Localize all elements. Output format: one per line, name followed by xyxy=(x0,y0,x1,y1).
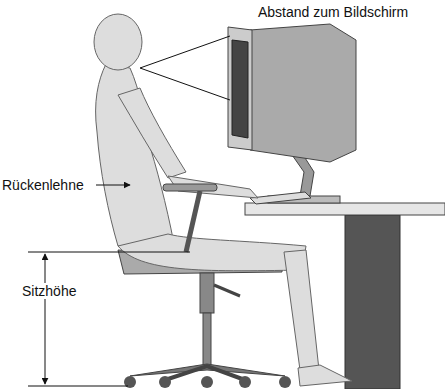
chair-wheel xyxy=(159,376,171,388)
dimension-line xyxy=(45,254,46,384)
sight-line xyxy=(140,36,230,68)
extension-line xyxy=(28,252,190,253)
part-label: Rückenlehne xyxy=(2,177,84,193)
chair-column xyxy=(200,273,214,313)
chair-column xyxy=(203,313,211,368)
desk-leg xyxy=(345,215,400,389)
chair-wheel xyxy=(201,376,213,388)
person-leg xyxy=(284,250,319,370)
extension-line xyxy=(28,386,128,387)
monitor-bezel xyxy=(228,27,252,150)
person-head xyxy=(94,14,142,70)
sight-line xyxy=(140,68,230,100)
armrest-support xyxy=(186,191,200,252)
person-upper-arm xyxy=(118,88,186,178)
chair-armrest xyxy=(163,184,217,191)
monitor-body xyxy=(250,24,356,162)
keyboard xyxy=(250,192,311,204)
part-label: Abstand zum Bildschirm xyxy=(258,4,408,20)
monitor-screen xyxy=(232,40,248,138)
chair-wheel xyxy=(239,376,251,388)
chair-lever xyxy=(214,285,240,296)
person-foot xyxy=(298,365,352,386)
desk-top xyxy=(245,203,445,215)
leader-arrow xyxy=(96,185,130,186)
part-label: Sitzhöhe xyxy=(22,283,76,299)
chair-wheel xyxy=(279,376,291,388)
